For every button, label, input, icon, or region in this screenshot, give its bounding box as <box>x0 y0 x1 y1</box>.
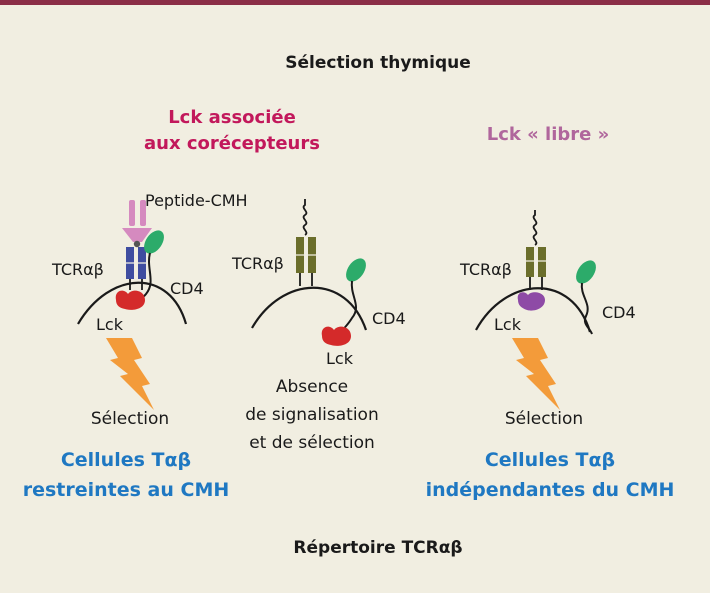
tcr-receptor-icon-2 <box>296 237 316 286</box>
cell-no-signaling: TCRαβ CD4 Lck Absence de signalisation e… <box>231 199 406 453</box>
outcome-selection-3: Sélection <box>505 409 583 429</box>
cell-type-restricted-line2: restreintes au CMH <box>23 479 230 501</box>
outcome-absence-line1: Absence <box>276 377 348 397</box>
signal-bolt-icon-3 <box>512 338 560 410</box>
outcome-absence-line3: et de sélection <box>249 433 375 453</box>
cd4-coreceptor-icon-3 <box>576 260 596 335</box>
peptide-antenna-icon-2 <box>302 199 308 236</box>
top-bar <box>0 0 710 5</box>
cell-mhc-independent: TCRαβ CD4 Lck Sélection Cellules Tαβ ind… <box>426 210 675 501</box>
label-peptide-mhc: Peptide-CMH <box>145 191 248 210</box>
tcr-receptor-icon-3 <box>526 247 546 290</box>
label-lck-1: Lck <box>96 315 124 334</box>
label-tcr-2: TCRαβ <box>231 254 284 273</box>
diagram-title: Sélection thymique <box>285 53 471 73</box>
label-lck-3: Lck <box>494 315 522 334</box>
label-cd4-3: CD4 <box>602 303 636 322</box>
signal-bolt-icon-1 <box>106 338 154 410</box>
cd4-coreceptor-icon-2 <box>340 258 366 337</box>
cell-type-independent-line1: Cellules Tαβ <box>485 449 615 471</box>
label-cd4-2: CD4 <box>372 309 406 328</box>
cell-type-independent-line2: indépendantes du CMH <box>426 479 675 501</box>
cell-type-restricted-line1: Cellules Tαβ <box>61 449 191 471</box>
lck-kinase-icon-3 <box>517 292 545 311</box>
peptide-mhc-icon <box>122 200 152 248</box>
cell-membrane-3 <box>475 287 592 333</box>
header-lck-free: Lck « libre » <box>487 124 609 145</box>
diagram-footer: Répertoire TCRαβ <box>293 538 462 558</box>
peptide-antenna-icon-3 <box>532 210 538 246</box>
lck-kinase-icon-1 <box>115 290 145 310</box>
outcome-selection-1: Sélection <box>91 409 169 429</box>
label-cd4-1: CD4 <box>170 279 204 298</box>
lck-kinase-icon-2 <box>321 326 351 346</box>
cell-mhc-restricted: Peptide-CMH TCRαβ CD4 Lck Sélection Cell… <box>23 191 248 501</box>
outcome-absence-line2: de signalisation <box>245 405 379 425</box>
tcr-receptor-icon-1 <box>126 247 146 290</box>
cell-membrane-2 <box>251 286 368 331</box>
label-tcr-1: TCRαβ <box>51 260 104 279</box>
label-tcr-3: TCRαβ <box>459 260 512 279</box>
label-lck-2: Lck <box>326 349 354 368</box>
header-lck-associated-line2: aux corécepteurs <box>144 133 320 154</box>
header-lck-associated-line1: Lck associée <box>168 107 296 128</box>
cell-membrane-1 <box>77 281 188 325</box>
